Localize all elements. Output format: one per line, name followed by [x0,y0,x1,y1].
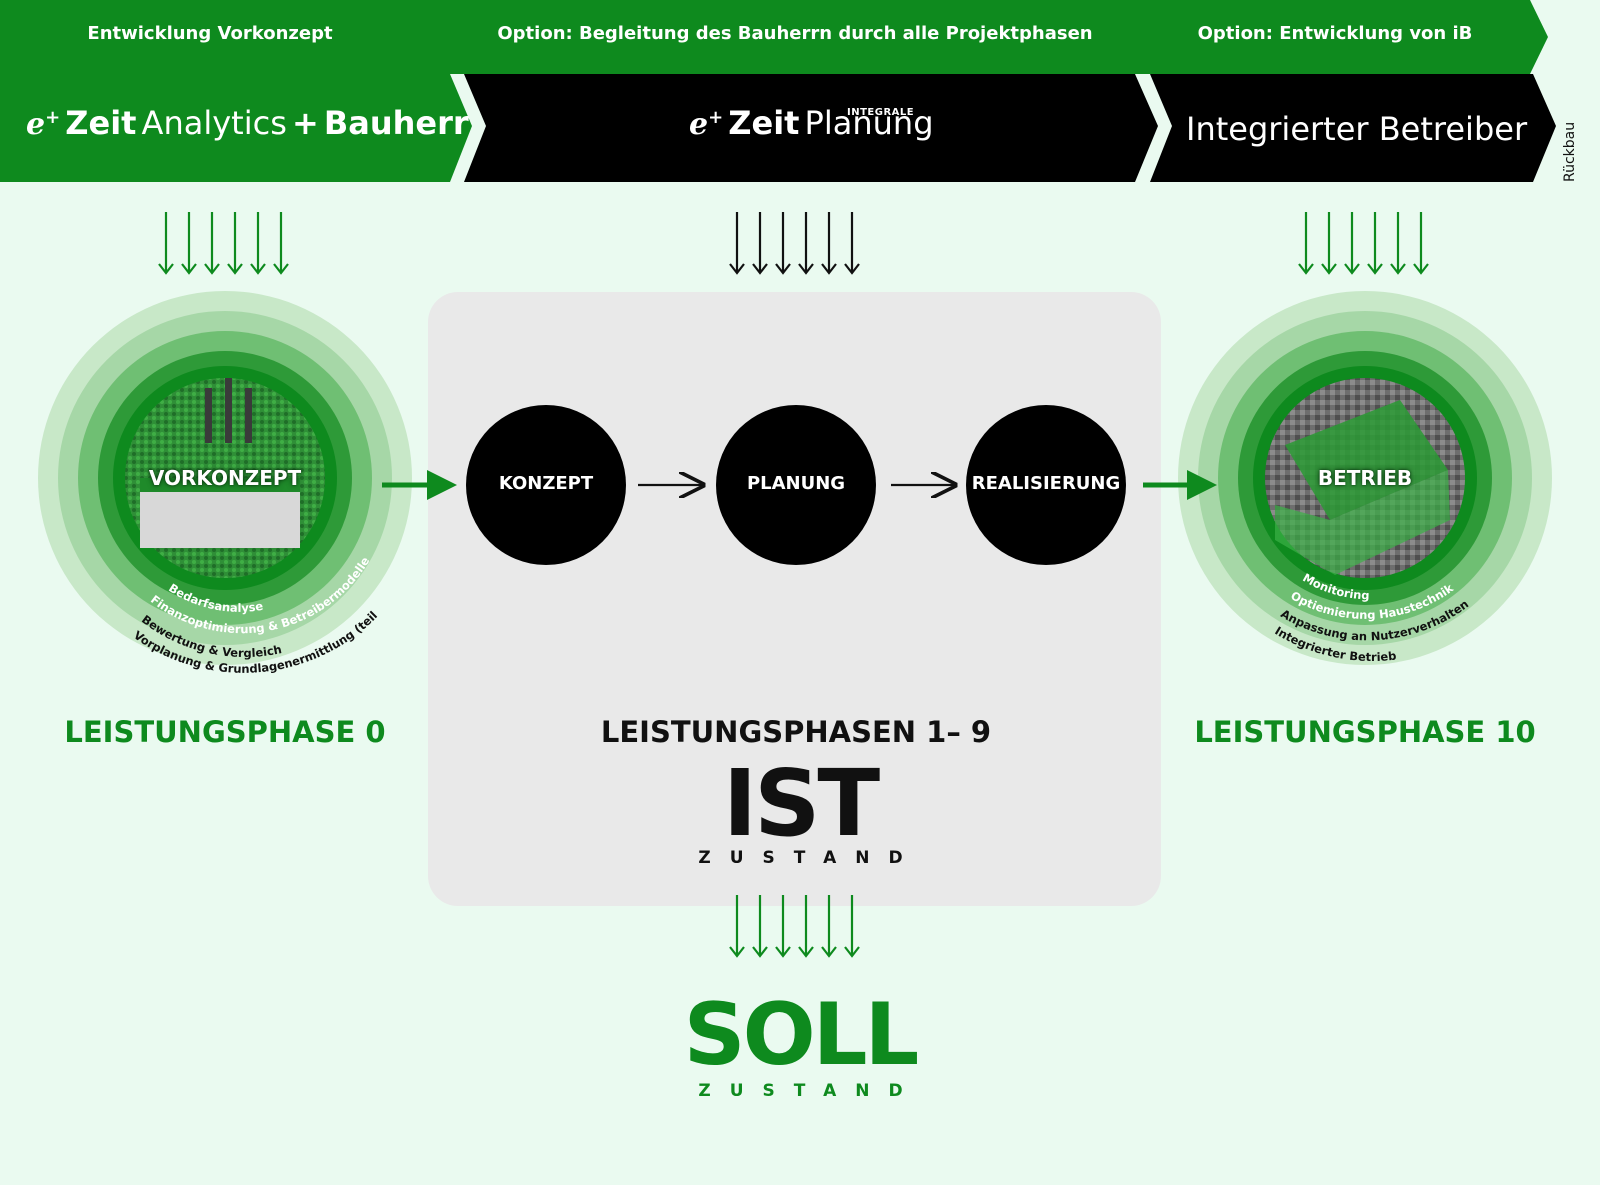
node-konzept-label: KONZEPT [498,473,594,494]
ist-subword: ZUSTAND [698,848,922,868]
arrows-down-middle [729,212,860,275]
brand-planung: Planung [804,104,934,142]
brand-integrale: INTEGRALE [847,107,915,118]
vorkonzept-title: VORKONZEPT [148,466,302,490]
top-label-vorkonzept: Entwicklung Vorkonzept [87,23,333,44]
brand-zeit: Zeit [65,104,137,142]
brand-plus: + [291,104,319,142]
brand-segment-planung [464,74,1158,182]
node-planung-label: PLANUNG [746,473,846,494]
phase-title-10: LEISTUNGSPHASE 10 [1194,715,1536,749]
soll-subword: ZUSTAND [698,1081,922,1101]
arrows-down-right [1298,212,1429,275]
brand-analytics: Analytics [141,104,287,142]
betrieb-ring [1178,291,1552,665]
brand-bauherr: Bauherr [323,104,469,142]
eplus-logo: e+ [26,107,61,142]
vorkonzept-ring [38,291,412,665]
node-planung-circle [716,405,876,565]
brand-integrierter-betreiber: Integrierter Betreiber [1186,110,1528,148]
phase-title-1-9: LEISTUNGSPHASEN 1– 9 [600,715,992,749]
brand-analytics-bauherr: e+ Zeit Analytics + Bauherr [26,104,469,142]
eplus-logo: e+ [689,107,724,142]
ist-word: IST [722,750,880,857]
brand-zeit-planung: e+ Zeit Planung [689,104,934,142]
node-realisierung-circle [966,405,1126,565]
node-realisierung-label: REALISIERUNG [971,473,1121,494]
top-label-begleitung: Option: Begleitung des Bauherrn durch al… [497,23,1093,44]
arrows-down-left [158,212,289,275]
arrows-down-soll [729,895,860,958]
brand-segment-betreiber [1150,74,1556,182]
phase-title-0: LEISTUNGSPHASE 0 [64,715,386,749]
top-label-ib: Option: Entwicklung von iB [1197,23,1473,44]
brand-zeit: Zeit [728,104,800,142]
top-banner [0,0,1548,74]
brand-segment-analytics [0,74,472,182]
node-konzept-circle [466,405,626,565]
betrieb-title: BETRIEB [1317,466,1413,490]
brand-rueckbau: Rückbau [1562,121,1578,182]
soll-word: SOLL [683,985,920,1085]
